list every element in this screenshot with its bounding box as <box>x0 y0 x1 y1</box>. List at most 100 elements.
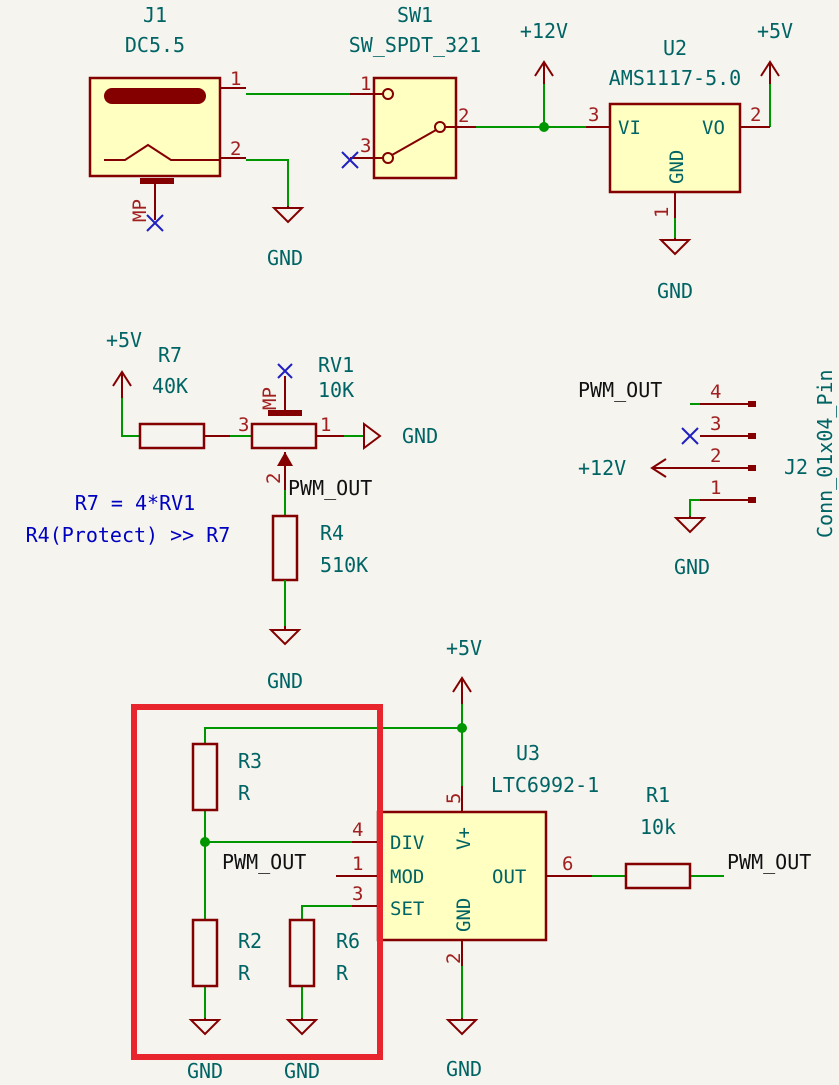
gnd-symbol-j1: GND <box>267 206 305 270</box>
gnd-label-j2: GND <box>674 555 710 579</box>
u2-pin3-number: 3 <box>588 104 599 126</box>
j1-contact <box>104 143 220 161</box>
rv1-potentiometer: 3 1 2 MP RV1 10K <box>238 353 354 490</box>
pwm-out-label-rv1: PWM_OUT <box>288 476 372 500</box>
rv1-pin2-number: 2 <box>263 473 285 484</box>
r7-resistor: R7 40K <box>138 343 230 450</box>
power-plus5v-u3: +5V <box>446 636 482 704</box>
note-line2: R4(Protect) >> R7 <box>26 523 231 547</box>
rv1-pin1-number: 1 <box>320 414 331 436</box>
u2-reference: U2 <box>663 36 687 60</box>
rv1-value: 10K <box>318 378 354 402</box>
r1-resistor: R1 10k <box>624 783 692 890</box>
r3-value: R <box>238 781 251 805</box>
sw1-pin3-number: 3 <box>360 135 371 157</box>
gnd-symbol-j2: GND <box>673 516 710 579</box>
junction-div <box>200 837 210 847</box>
wire-j2-gnd <box>689 499 700 516</box>
r2-reference: R2 <box>238 929 262 953</box>
highlight-box <box>131 704 383 1060</box>
j1-reference: J1 <box>143 3 167 27</box>
j2-pin3-number: 3 <box>710 413 721 435</box>
u2-pin2-number: 2 <box>750 104 761 126</box>
u3-pin2-number: 2 <box>443 953 465 964</box>
gnd-label-u3: GND <box>446 1057 482 1081</box>
u3-pin4-number: 4 <box>352 819 363 841</box>
r2-resistor: R2 R <box>191 918 262 988</box>
r6-reference: R6 <box>336 929 360 953</box>
r3-reference: R3 <box>238 749 262 773</box>
gnd-symbol-r4: GND <box>267 626 303 693</box>
j1-value: DC5.5 <box>125 33 185 57</box>
u3-pin1-number: 1 <box>352 853 363 875</box>
gnd-label-r2: GND <box>187 1059 223 1083</box>
u3-pin-mod: MOD <box>390 866 424 888</box>
r7-reference: R7 <box>158 343 182 367</box>
j1-barrel <box>104 88 206 104</box>
gnd-label-r4: GND <box>267 669 303 693</box>
j2-pin4-number: 4 <box>710 381 721 403</box>
u3-timer-ic: DIV MOD SET V+ GND OUT 4 1 3 5 2 6 U3 LT… <box>336 741 599 966</box>
sw1-value: SW_SPDT_321 <box>349 33 481 57</box>
gnd-label-j1: GND <box>267 246 303 270</box>
gnd-symbol-rv1: GND <box>363 422 438 450</box>
u3-pin-div: DIV <box>390 832 424 854</box>
j2-value: Conn_01x04_Pin <box>813 369 837 538</box>
plus5v-label-top: +5V <box>757 19 793 43</box>
gnd-symbol-u3: GND <box>445 1018 482 1081</box>
plus5v-label-r7: +5V <box>106 328 142 352</box>
power-plus5v-top: +5V <box>757 19 793 84</box>
gnd-symbol-r6: GND <box>284 1018 320 1083</box>
gnd-symbol-r2: GND <box>187 1018 223 1083</box>
r4-reference: R4 <box>320 521 344 545</box>
r2-value: R <box>238 961 251 985</box>
sw1-pin1-number: 1 <box>360 73 371 95</box>
plus12v-label-j2: +12V <box>578 456 626 480</box>
j1-pin2-number: 2 <box>230 138 241 160</box>
u2-value: AMS1117-5.0 <box>609 66 741 90</box>
u3-reference: U3 <box>516 741 540 765</box>
power-plus12v-j2: +12V <box>578 456 700 480</box>
u3-pin3-number: 3 <box>352 883 363 905</box>
u3-pin6-number: 6 <box>562 853 573 875</box>
r4-value: 510K <box>320 553 368 577</box>
pwm-out-label-mod: PWM_OUT <box>222 850 306 874</box>
j1-mp-no-connect <box>146 214 164 232</box>
j2-pin1-number: 1 <box>710 477 721 499</box>
j1-pin1-number: 1 <box>230 68 241 90</box>
j1-mp-pin: MP <box>129 199 151 222</box>
r7-value: 40K <box>152 374 188 398</box>
r1-value: 10k <box>640 815 676 839</box>
junction-12v <box>539 122 549 132</box>
u2-pin1-number: 1 <box>651 207 673 218</box>
rv1-pin3-number: 3 <box>238 414 249 436</box>
plus5v-label-u3: +5V <box>446 636 482 660</box>
bottom-wires <box>200 704 724 1018</box>
r6-value: R <box>336 961 349 985</box>
u3-pin-set: SET <box>390 898 424 920</box>
r3-resistor: R3 R <box>191 742 262 812</box>
sw1-pin2-number: 2 <box>458 105 469 127</box>
j1-dc-jack: 1 2 MP J1 DC5.5 <box>88 3 246 222</box>
rv1-mp-pin: MP <box>259 387 281 410</box>
rv1-mp-no-connect <box>277 363 293 379</box>
u2-regulator: VI VO GND 3 2 1 U2 AMS1117-5.0 <box>586 36 770 218</box>
rv1-reference: RV1 <box>318 353 354 377</box>
sw1-reference: SW1 <box>397 3 433 27</box>
j2-pin2-number: 2 <box>710 445 721 467</box>
gnd-label-u2: GND <box>657 279 693 303</box>
r1-reference: R1 <box>646 783 670 807</box>
wire-5v-r7 <box>121 398 140 437</box>
j2-pin3-no-connect <box>681 427 699 445</box>
u3-pin-vplus: V+ <box>453 827 475 850</box>
pwm-out-label-r1: PWM_OUT <box>727 850 811 874</box>
u2-pin-vo: VO <box>702 117 725 139</box>
u2-pin-gnd: GND <box>666 150 688 184</box>
u3-pin5-number: 5 <box>443 793 465 804</box>
j2-reference: J2 <box>784 455 808 479</box>
r6-resistor: R6 R <box>288 918 360 988</box>
note-line1: R7 = 4*RV1 <box>75 491 195 515</box>
sw1-switch: 1 2 3 SW1 SW_SPDT_321 <box>349 3 481 180</box>
gnd-label-r6: GND <box>284 1059 320 1083</box>
